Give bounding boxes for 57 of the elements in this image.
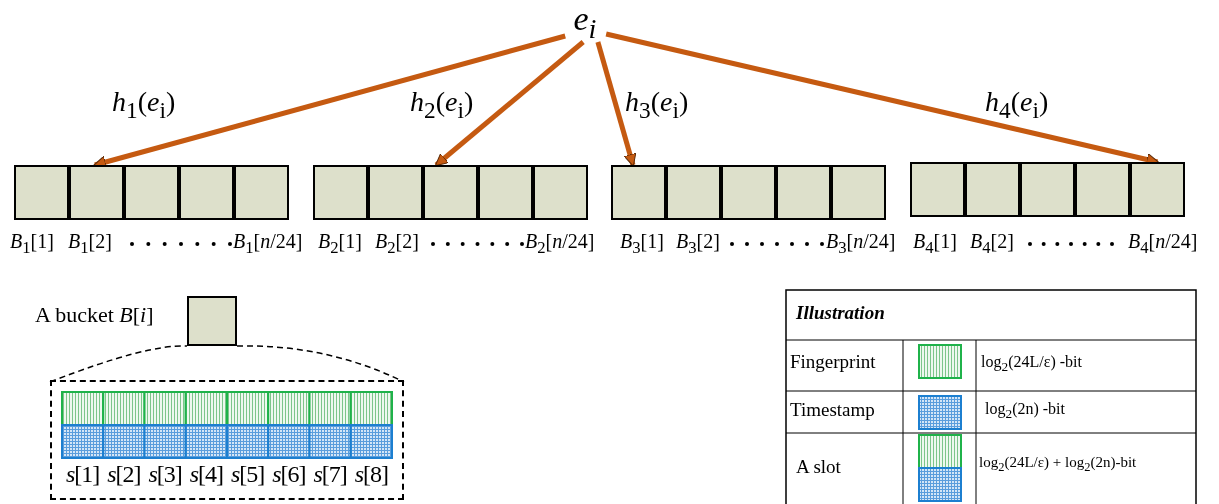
bucket-cell [666,165,721,220]
row-label: Fingerprint [790,352,876,371]
bucket-index: B$_{2}$[n/24] [525,231,595,257]
bucket-index: B$_{1}$[1] [10,231,54,257]
bit-size-text: log$_{2}$(24L/ε) -bit [981,354,1082,374]
bucket-cell [14,165,69,220]
zoom-panel [50,380,404,500]
row-label: A slot [796,457,841,476]
bucket-cell [124,165,179,220]
bucket-cell [179,165,234,220]
slot-index: s[1] [64,462,101,486]
bucket-cell [533,165,588,220]
row-label: Timestamp [790,400,875,419]
slot-index: s[4] [188,462,225,486]
bucket-cell [831,165,886,220]
edge-label: h$_{2}$(e$_{i}$) [410,88,474,122]
bucket-cell [721,165,776,220]
bucket-cell [776,165,831,220]
bucket-index: B$_{3}$[2] [676,231,720,257]
bucket-cell [69,165,124,220]
bucket-cell [965,162,1020,217]
slot-index: s[3] [147,462,183,486]
bit-size-text: log$_{2}$(2n) -bit [985,401,1065,421]
bucket-cell [1075,162,1130,217]
bit-size-text: log$_{2}$(24L/ε) + log$_{2}$(2n)-bit [979,455,1137,474]
bucket-index: B$_{3}$[1] [620,231,664,257]
edge-label: h$_{1}$(e$_{i}$) [112,88,176,122]
bucket-cell [368,165,423,220]
bucket-box [187,296,237,346]
slot-index: s[5] [229,462,266,486]
bucket-index: B$_{1}$[2] [68,231,112,257]
slot-index: s[6] [271,462,307,486]
bucket-cell [910,162,965,217]
bucket-index: B$_{2}$[2] [375,231,419,257]
arrow [434,40,585,167]
slot-index: s[7] [312,462,348,486]
bucket-index: B$_{2}$[1] [318,231,362,257]
element-label: e$_{i}$ [562,2,608,42]
edge-label: h$_{4}$(e$_{i}$) [985,88,1049,122]
bucket-label: A bucket B[i] [35,304,154,326]
bucket-cell [611,165,666,220]
bucket-index: B$_{4}$[n/24] [1128,231,1198,257]
bucket-cell [313,165,368,220]
bucket-cell [478,165,533,220]
bucket-cell [1020,162,1075,217]
arrow [595,41,637,167]
table-header: Illustration [796,303,885,322]
bucket-index: B$_{1}$[n/24] [233,231,303,257]
bucket-cell [1130,162,1185,217]
bucket-cell [234,165,289,220]
slot-index: s[2] [106,462,142,486]
bucket-index: B$_{3}$[n/24] [826,231,896,257]
edge-label: h$_{3}$(e$_{i}$) [625,88,689,122]
bucket-cell [423,165,478,220]
bucket-index: B$_{4}$[1] [913,231,957,257]
slot-index: s[8] [353,462,390,486]
bucket-index: B$_{4}$[2] [970,231,1014,257]
